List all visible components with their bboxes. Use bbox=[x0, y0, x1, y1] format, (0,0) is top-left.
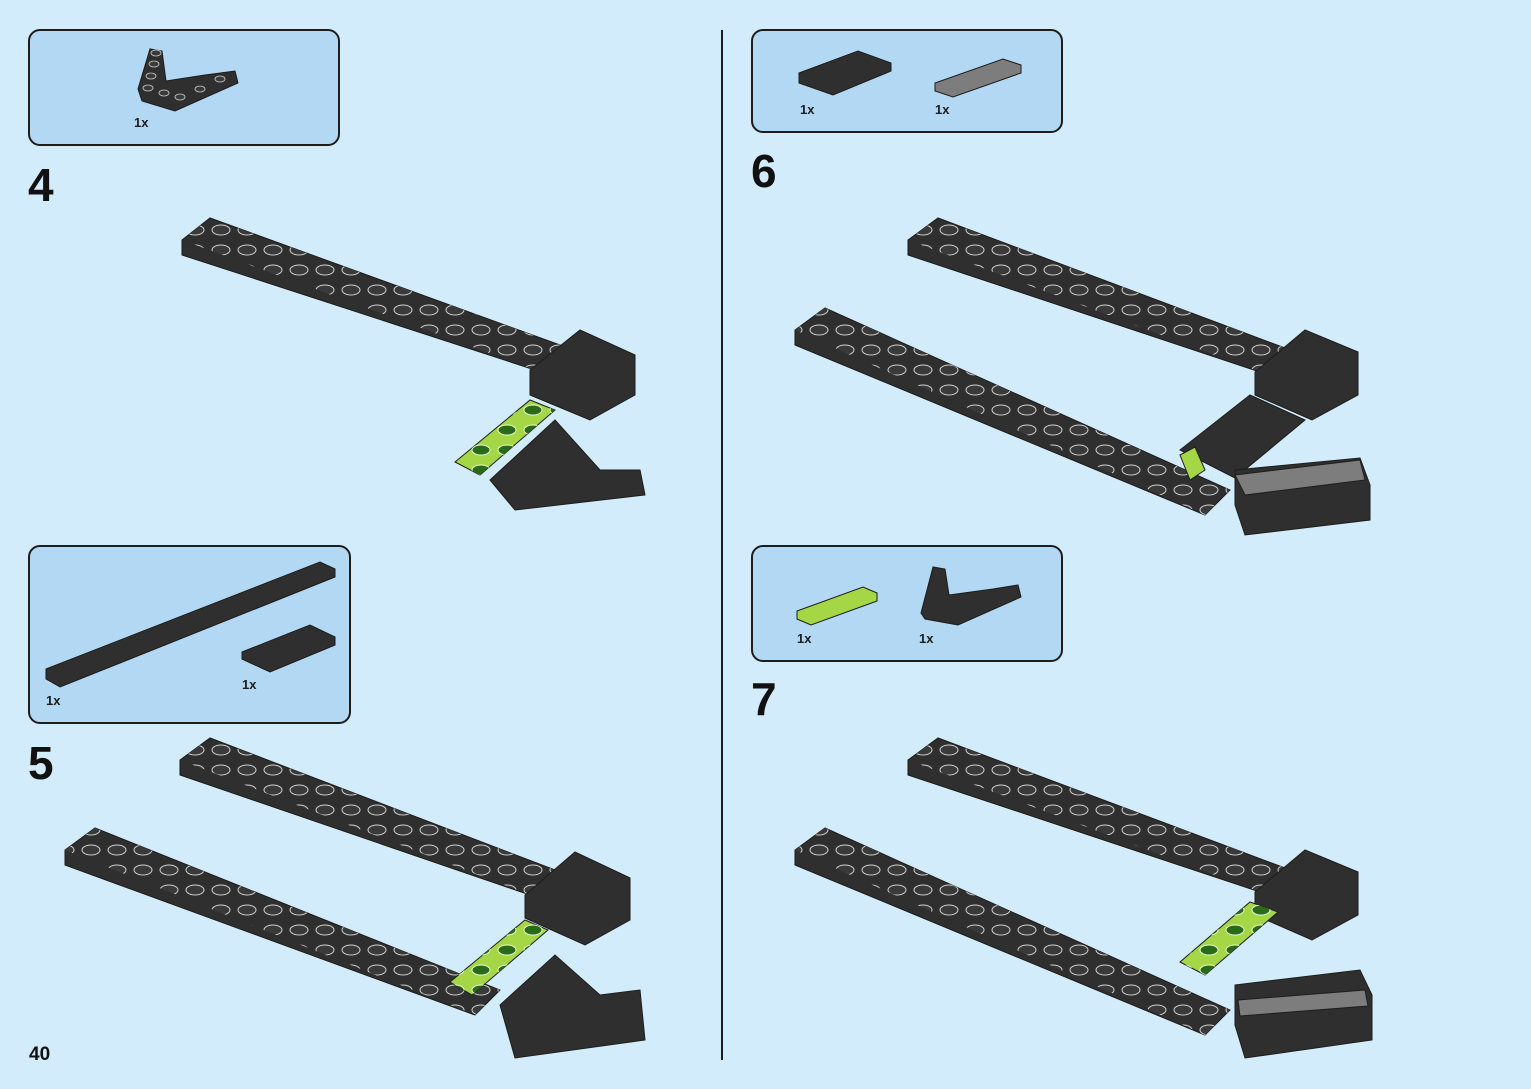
step-4-model bbox=[182, 218, 645, 510]
step-6-model bbox=[795, 218, 1370, 535]
step-7-model bbox=[795, 738, 1372, 1058]
step-5-model bbox=[65, 738, 645, 1058]
